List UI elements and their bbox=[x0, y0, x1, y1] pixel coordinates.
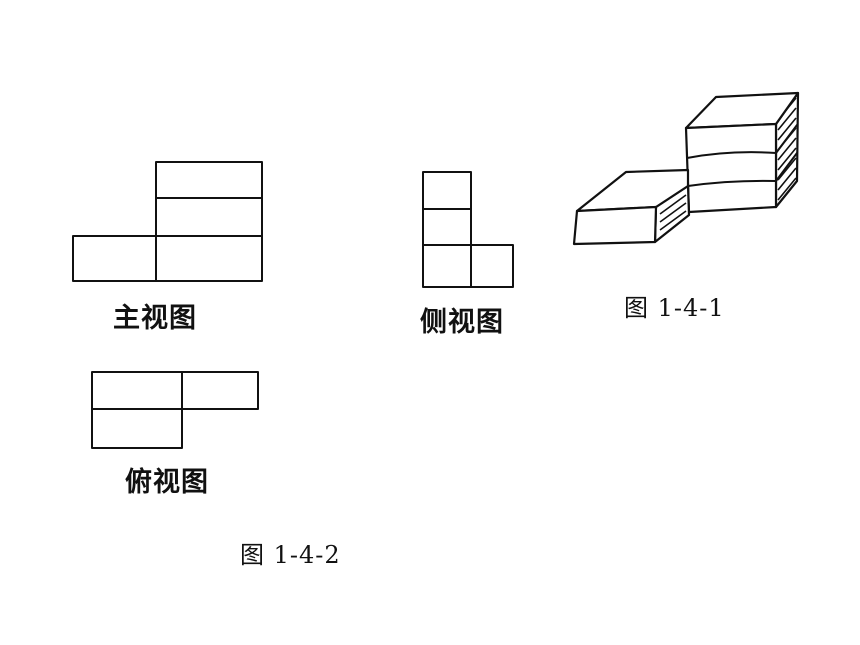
solid-drawing bbox=[572, 91, 800, 246]
top-view-label: 俯视图 bbox=[125, 467, 209, 498]
figure-views-caption: 图 1-4-2 bbox=[240, 541, 341, 569]
front-view-middle-cell bbox=[155, 197, 263, 237]
top-view-bottom-cell bbox=[91, 408, 183, 449]
figure-solid-caption: 图 1-4-1 bbox=[624, 294, 725, 322]
front-view-left-cell bbox=[72, 235, 157, 282]
side-view-top-cell bbox=[422, 171, 472, 210]
front-view-label: 主视图 bbox=[113, 303, 197, 334]
tall-stack-layer-line-1 bbox=[686, 151, 777, 159]
side-view-bottom-right-cell bbox=[470, 244, 514, 288]
tall-stack-front-face bbox=[684, 122, 778, 214]
front-view-bottom-right-cell bbox=[155, 235, 263, 282]
low-block-hatching bbox=[659, 194, 687, 239]
front-view-drawing bbox=[72, 161, 263, 282]
low-block-front-face bbox=[572, 205, 658, 246]
top-view-drawing bbox=[91, 371, 259, 449]
front-view-top-cell bbox=[155, 161, 263, 199]
side-view-label: 侧视图 bbox=[420, 307, 504, 338]
side-view-middle-cell bbox=[422, 208, 472, 246]
side-view-drawing bbox=[422, 171, 514, 288]
side-view-bottom-left-cell bbox=[422, 244, 472, 288]
tall-stack-layer-line-2 bbox=[687, 179, 777, 187]
top-view-top-left-cell bbox=[91, 371, 183, 410]
top-view-top-right-cell bbox=[181, 371, 259, 410]
